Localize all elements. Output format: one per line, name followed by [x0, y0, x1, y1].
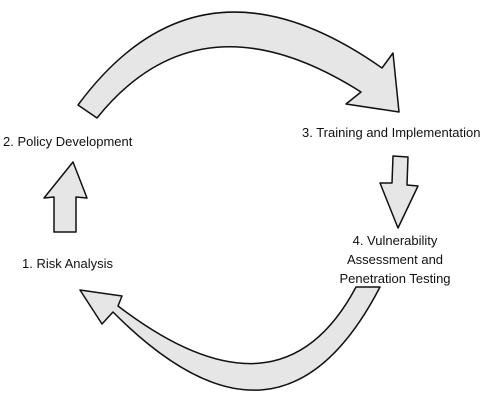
stage-4-vulnerability-assessment: 4. Vulnerability Assessment and Penetrat…	[330, 231, 460, 288]
stage-4-line-1: 4. Vulnerability	[352, 233, 438, 248]
stage-4-line-2: Assessment and	[346, 252, 444, 267]
arrow-training-to-vulnerability	[379, 155, 419, 229]
stage-1-risk-analysis: 1. Risk Analysis	[22, 256, 114, 271]
arrow-risk-to-policy	[43, 161, 88, 233]
stage-3-training-implementation: 3. Training and Implementation	[302, 125, 481, 140]
stage-4-line-3: Penetration Testing	[339, 271, 451, 286]
stage-2-policy-development: 2. Policy Development	[3, 134, 133, 149]
arrow-policy-to-training	[77, 11, 400, 119]
arrow-vulnerability-to-risk	[79, 286, 381, 391]
